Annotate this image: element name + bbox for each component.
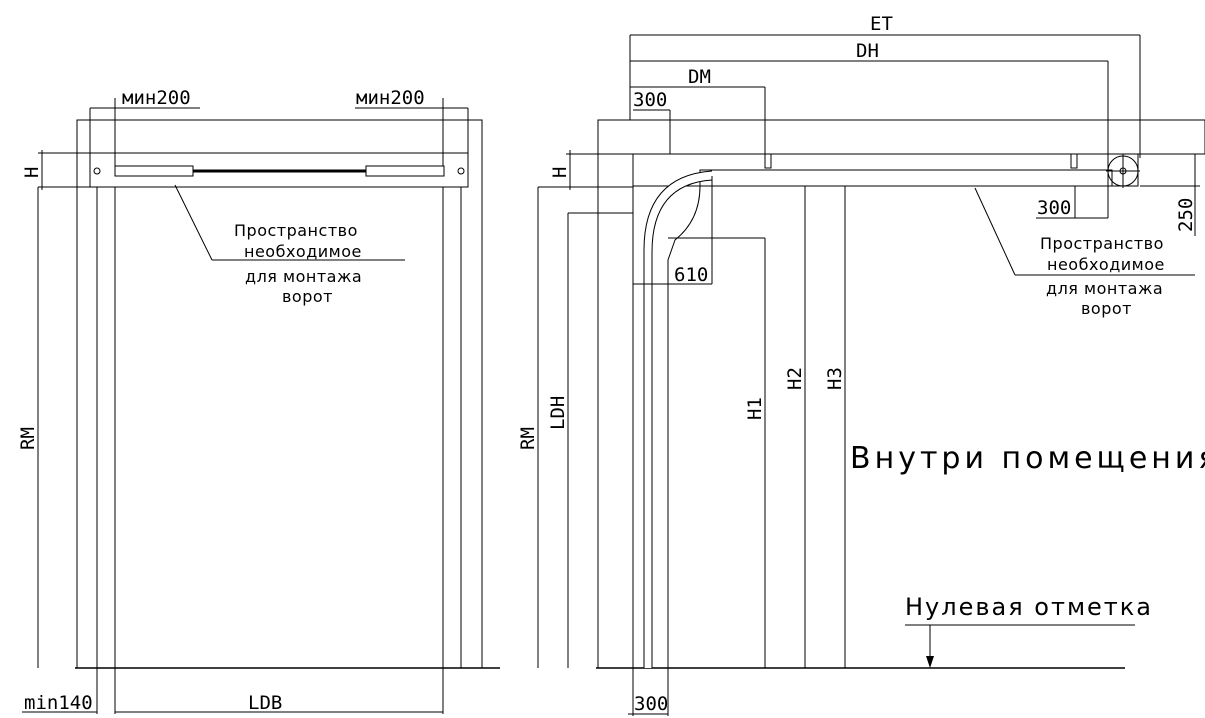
side-total-depth-label: ET (870, 13, 893, 35)
side-ldh-label: LDH (547, 396, 569, 430)
side-ceiling-slab (597, 119, 1205, 155)
front-opening-height-label: RM (17, 427, 39, 450)
front-drum-left (93, 167, 101, 175)
side-opening-height-label: RM (517, 427, 539, 450)
side-note-line4: ворот (1081, 299, 1132, 318)
front-wall-outline (76, 119, 483, 669)
front-note-line4: ворот (282, 287, 333, 306)
side-rear-250-label: 250 (1175, 198, 1197, 232)
side-view: ET DH DM 300 300 250 610 300 H (517, 13, 1205, 716)
front-gap-right-label: мин200 (356, 87, 425, 109)
side-rear-300-label: 300 (1037, 197, 1071, 219)
side-radius-610-label: 610 (674, 264, 708, 286)
front-drum-right (457, 167, 465, 175)
side-curved-track (643, 171, 713, 668)
side-note-line3: для монтажа (1046, 279, 1163, 298)
front-left-jamb (96, 186, 116, 669)
front-header-label: H (21, 167, 43, 178)
side-lintel (597, 153, 634, 188)
side-lintel-300-label: 300 (633, 89, 667, 111)
front-shaft-right (365, 165, 445, 177)
side-guide-depth-label: DH (856, 40, 879, 62)
front-header-band (89, 152, 469, 188)
front-gap-left-label: мин200 (122, 87, 191, 109)
front-right-jamb (442, 186, 462, 669)
side-note-line2: необходимое (1047, 255, 1165, 274)
front-shaft-left (114, 165, 194, 177)
side-motor-depth-label: DM (688, 66, 711, 88)
front-view: мин200 мин200 H RM min140 LDB Пространст… (17, 87, 500, 714)
side-bottom-300-label: 300 (634, 693, 668, 715)
side-header-label: H (549, 167, 571, 178)
front-opening-width-label: LDB (248, 692, 282, 714)
side-inside-label: Внутри помещения (850, 441, 1205, 476)
front-note-line1: Пространство (234, 221, 358, 240)
front-note-line2: необходимое (244, 242, 362, 261)
front-side-min-label: min140 (24, 692, 93, 714)
side-h2-label: H2 (784, 367, 806, 390)
side-zero-label: Нулевая отметка (905, 593, 1153, 621)
side-note-line1: Пространство (1040, 234, 1164, 253)
front-note-line3: для монтажа (245, 267, 362, 286)
side-door-zone (632, 185, 701, 669)
side-h3-label: H3 (824, 367, 846, 390)
side-horizontal-rail (699, 169, 1113, 187)
side-h1-label: H1 (744, 397, 766, 420)
